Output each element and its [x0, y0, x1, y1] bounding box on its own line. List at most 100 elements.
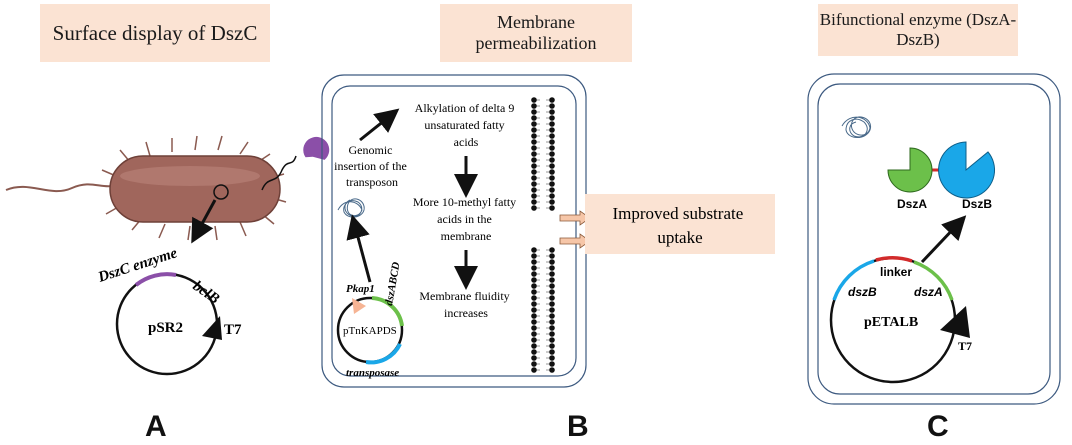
dsza-gene-label: dszA [914, 285, 943, 299]
lipid-head [549, 319, 555, 325]
step-methyl: More 10-methyl fatty acids in the membra… [413, 195, 519, 243]
lipid-head [549, 313, 555, 319]
lipid-head [531, 271, 537, 277]
step-insertion: Genomic insertion of the transposon [334, 143, 410, 189]
lipid-head [549, 271, 555, 277]
t7-promoter-arrow-a [202, 316, 222, 340]
panel-a-title-text: Surface display of DszC [52, 20, 258, 45]
lipid-head [549, 247, 555, 253]
lipid-head [549, 121, 555, 127]
lipid-head [549, 145, 555, 151]
petalb-label: pETALB [864, 315, 918, 330]
pkap1-promoter-icon [352, 298, 366, 314]
lipid-head [531, 319, 537, 325]
lipid-head [531, 115, 537, 121]
lipid-head [531, 253, 537, 259]
membrane-bilayer [531, 97, 555, 373]
lipid-head [531, 133, 537, 139]
lipid-head [531, 331, 537, 337]
lipid-head [531, 289, 537, 295]
panel-a-letter: A [145, 410, 167, 443]
lipid-head [549, 307, 555, 313]
lipid-head [531, 343, 537, 349]
dszabcd-label: dszABCD [383, 261, 402, 306]
dszb-gene-label: dszB [848, 285, 877, 299]
dsza-segment [913, 260, 954, 301]
lipid-head [549, 103, 555, 109]
lipid-head [549, 295, 555, 301]
lipid-head [549, 181, 555, 187]
lipid-head [531, 283, 537, 289]
pkap1-label: Pkap1 [346, 283, 375, 295]
transposase-label: transposase [346, 367, 399, 379]
panel-a-title: Surface display of DszC [40, 4, 270, 62]
lipid-head [531, 307, 537, 313]
lipid-head [531, 127, 537, 133]
lipid-head [531, 265, 537, 271]
lipid-head [531, 187, 537, 193]
lipid-head [531, 193, 537, 199]
lipid-head [549, 109, 555, 115]
lipid-head [531, 121, 537, 127]
lipid-head [531, 199, 537, 205]
lipid-head [531, 367, 537, 373]
t7-promoter-arrow-c [940, 306, 970, 338]
lipid-head [531, 205, 537, 211]
plasmid-psr2-label: pSR2 [148, 320, 183, 336]
lipid-head [549, 355, 555, 361]
dsza-label: DszA [897, 197, 927, 211]
lipid-head [549, 157, 555, 163]
lipid-head [549, 349, 555, 355]
dszc-segment [134, 272, 177, 287]
panel-c-letter: C [927, 410, 949, 443]
ptnkapds-label: pTnKAPDS [343, 325, 397, 337]
panel-a: pSR2 T7 DszC enzyme bclB [5, 135, 330, 376]
cell-outer-c [807, 73, 1061, 405]
t7-label-a: T7 [224, 322, 242, 338]
enzyme-tether [261, 155, 297, 191]
step-alkylation: Alkylation of delta 9 unsaturated fatty … [415, 101, 518, 149]
lipid-head [531, 325, 537, 331]
lipid-head [549, 259, 555, 265]
lipid-head [531, 163, 537, 169]
lipid-head [549, 277, 555, 283]
lipid-head [549, 199, 555, 205]
lipid-head [549, 301, 555, 307]
lipid-head [549, 331, 555, 337]
lipid-head [549, 289, 555, 295]
arrow-plasmid-to-dna [346, 214, 372, 283]
dszc-enzyme-label: DszC enzyme [95, 245, 179, 286]
lipid-head [531, 169, 537, 175]
t7-label-c: T7 [958, 339, 972, 353]
lipid-head [531, 181, 537, 187]
cell-inner-c [817, 83, 1051, 395]
dszb-segment [832, 259, 875, 301]
dszb-enzyme-icon [938, 141, 995, 199]
arrow-insertion-to-alkylation [359, 108, 400, 142]
cell-inner-b [331, 85, 577, 377]
lipid-head [531, 175, 537, 181]
lipid-head [549, 265, 555, 271]
lipid-head [531, 103, 537, 109]
lipid-head [531, 247, 537, 253]
lipid-head [549, 325, 555, 331]
panel-c: DszA DszB pETALB linker dszB dszA T7 [807, 73, 1061, 405]
lipid-head [549, 193, 555, 199]
dna-tangle-b [337, 198, 365, 218]
dszb-label: DszB [962, 197, 992, 211]
lipid-head [549, 97, 555, 103]
panel-b-letter: B [567, 410, 589, 443]
lipid-head [549, 367, 555, 373]
lipid-head [531, 259, 537, 265]
lipid-head [531, 145, 537, 151]
lipid-head [531, 355, 537, 361]
dna-tangle-c [841, 116, 872, 138]
lipid-head [549, 115, 555, 121]
panel-b-title-text: Membrane permeabilization [475, 12, 597, 53]
lipid-head [531, 97, 537, 103]
bacterium-body [109, 155, 281, 223]
panel-c-title: Bifunctional enzyme (DszA-DszB) [818, 4, 1018, 56]
lipid-head [531, 349, 537, 355]
